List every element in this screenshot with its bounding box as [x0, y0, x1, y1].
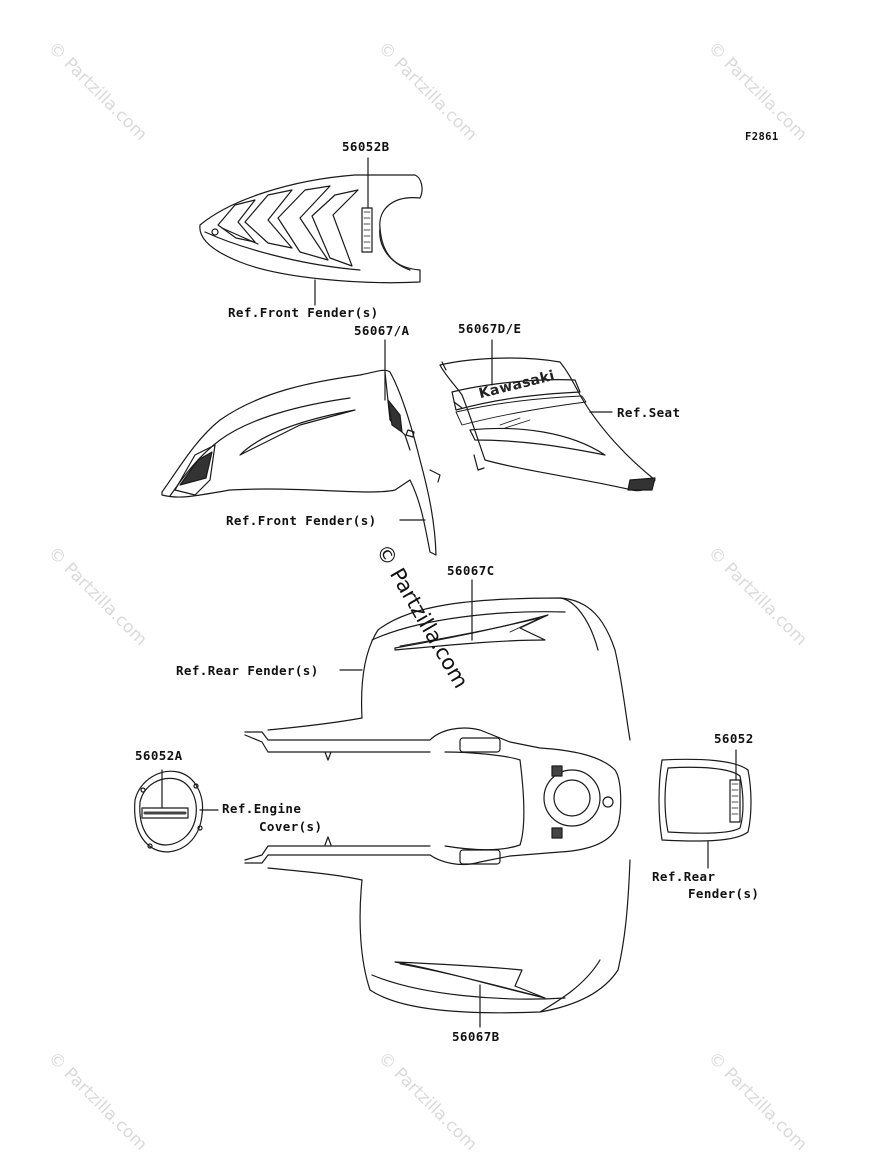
ref-engine-cover-label-line1: Ref.Engine [222, 801, 302, 816]
front-fender-top-part [199, 157, 423, 306]
side-cover-part [439, 339, 656, 492]
part-56052-label: 56052 [714, 731, 754, 746]
part-56067B-label: 56067B [452, 1029, 500, 1044]
ref-rear-fender-label-line1: Ref.Rear [652, 869, 716, 884]
part-56052B-label: 56052B [342, 139, 390, 154]
rear-fender-decal-part [658, 749, 752, 869]
part-56067DE-label: 56067D/E [458, 321, 522, 336]
part-56067C-label: 56067C [447, 563, 495, 578]
part-56067A-label: 56067/A [354, 323, 410, 338]
part-56052A-label: 56052A [135, 748, 183, 763]
ref-engine-cover-label-line2: Cover(s) [259, 819, 323, 834]
figure-code: F2861 [745, 131, 779, 143]
ref-rear-fender-label-line2: Fender(s) [688, 886, 760, 901]
ref-front-fender-label: Ref.Front Fender(s) [228, 305, 379, 320]
rear-fender-part [244, 579, 631, 1028]
ref-rear-fender-label: Ref.Rear Fender(s) [176, 663, 319, 678]
ref-front-fender-label: Ref.Front Fender(s) [226, 513, 377, 528]
engine-cover-part [134, 769, 219, 853]
ref-seat-label: Ref.Seat [617, 405, 681, 420]
front-fender-side-part [161, 339, 441, 556]
